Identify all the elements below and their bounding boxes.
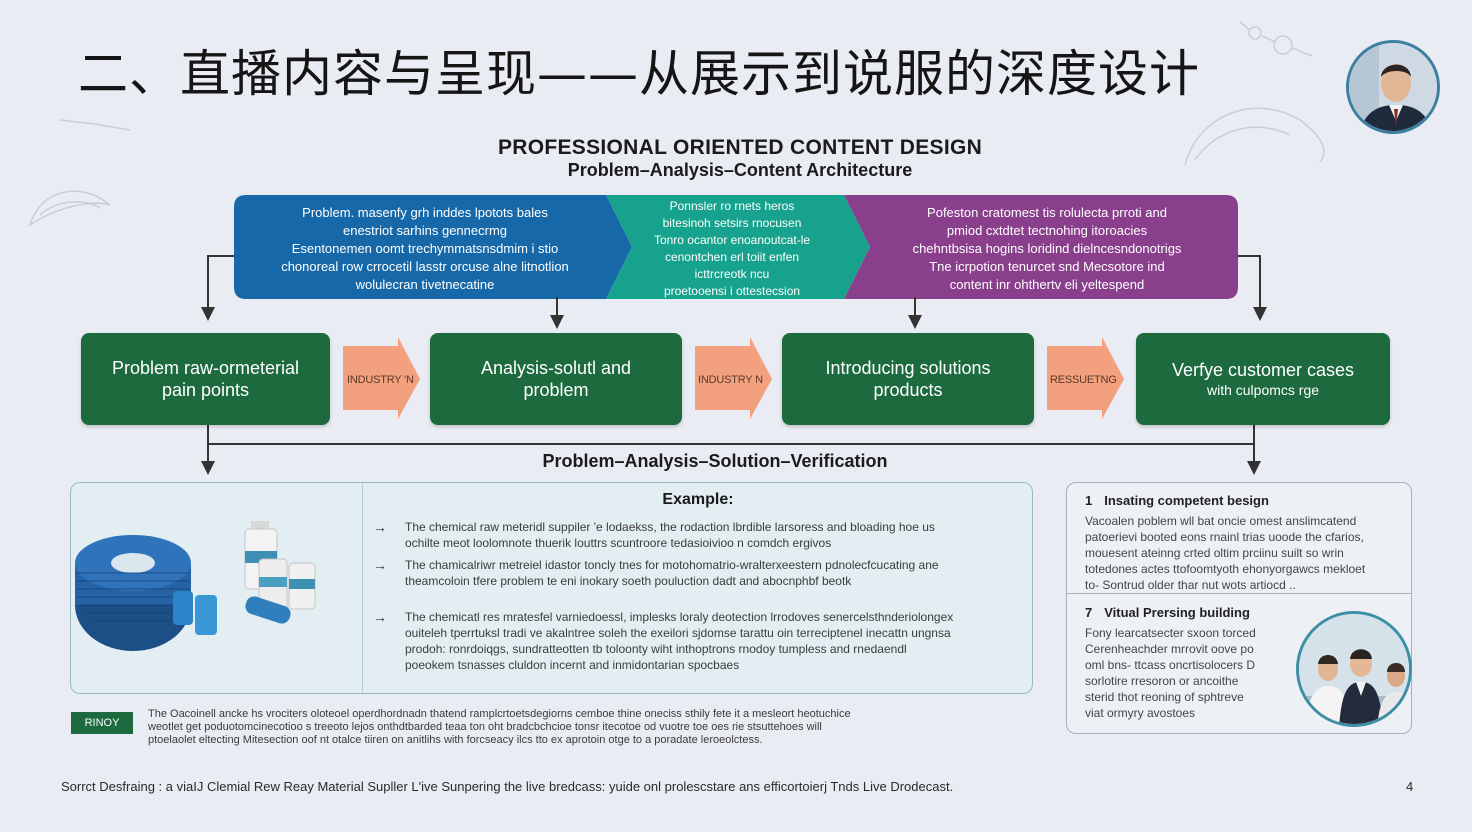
example-line: poeokem tsnasses cluldon incernt and inm… bbox=[405, 658, 740, 672]
side-section-number: 1 bbox=[1085, 493, 1093, 508]
banner-segment-analysis bbox=[606, 195, 870, 299]
side-line: Vacoalen poblem wll bat oncie omest ansl… bbox=[1085, 514, 1357, 528]
side-section-title: Vitual Prersing building bbox=[1104, 605, 1250, 620]
side-line: viat ormyry avostoes bbox=[1085, 706, 1196, 720]
footnote-line: ptoelaolet eltecting Mitesection oof nt … bbox=[148, 734, 763, 746]
step-label: problem bbox=[523, 380, 589, 400]
example-panel: Example: → The chemical raw meteridl sup… bbox=[70, 482, 1033, 694]
side-line: Cerenheachder mrrovit oove po bbox=[1085, 642, 1254, 656]
panel-divider bbox=[362, 483, 363, 693]
side-line: sorlotire rresoron or ancoithe bbox=[1085, 674, 1239, 688]
side-section-body: Vacoalen poblem wll bat oncie omest ansl… bbox=[1085, 513, 1405, 593]
page-number: 4 bbox=[1406, 779, 1414, 794]
side-panel: 1 Insating competent besign Vacoalen pobl… bbox=[1066, 482, 1412, 734]
banner-text-content: Pofeston cratomest tis rolulecta prroti … bbox=[872, 204, 1222, 294]
team-photo bbox=[1296, 611, 1412, 727]
right-arrow-icon: → bbox=[373, 519, 387, 535]
banner-line: bitesinoh setsirs rnocusen bbox=[662, 216, 802, 230]
source-citation: Sorrct Desfraing : a viaIJ Clemial Rew R… bbox=[61, 779, 954, 794]
step-label: Verfye customer cases bbox=[1171, 360, 1355, 380]
product-illustration bbox=[75, 521, 316, 651]
example-line: ochilte meot loolomnote thuerik louttrs … bbox=[405, 536, 832, 550]
side-line: totedones actes ttofoomtyoth ehonyorgawc… bbox=[1085, 562, 1366, 576]
banner-line: Problem. masenfy grh inddes lpotots bale… bbox=[302, 205, 548, 220]
example-item: → The chamicalriwr metreiel idastor tonc… bbox=[373, 557, 1021, 589]
side-section-heading: 7 Vitual Prersing building bbox=[1085, 605, 1250, 620]
banner-line: pmiod cxtdtet tectnohing itoroacies bbox=[946, 223, 1148, 238]
banner-line: Esentonemen oomt trechymmatsnsdmim i sti… bbox=[291, 241, 559, 256]
example-item: → The chemical raw meteridl suppiler 'e … bbox=[373, 519, 1021, 551]
banner-line: Pofeston cratomest tis rolulecta prroti … bbox=[927, 205, 1167, 220]
arrow-label: RESSUETNG bbox=[1050, 374, 1117, 386]
right-arrow-icon: → bbox=[373, 609, 387, 625]
step-problem: Problem raw-ormeterial pain points bbox=[81, 333, 330, 425]
step-label: pain points bbox=[161, 380, 250, 400]
footnote-line: The Oacoinell ancke hs vrociters oloteoe… bbox=[148, 708, 851, 720]
page-title: 二、直播内容与呈现——从展示到说服的深度设计 bbox=[78, 45, 1200, 103]
side-line: mouesent ateinng crted oltim prciinu sui… bbox=[1085, 546, 1344, 560]
rinoy-badge: RINOY bbox=[71, 712, 133, 734]
team-photo-icon bbox=[1299, 614, 1409, 724]
architecture-subheading: Problem–Analysis–Content Architecture bbox=[567, 160, 913, 180]
footnote-line: weotlet get poduotomcinecotioo s treeoto… bbox=[148, 721, 822, 733]
step-solution: Introducing solutions products bbox=[782, 333, 1034, 425]
banner-line: Tne icrpotion tenurcet snd Mecsotore ind bbox=[929, 259, 1165, 274]
side-line: Fony learcatsecter sxoon torced bbox=[1085, 626, 1256, 640]
example-line: The chemical raw meteridl suppiler 'e lo… bbox=[405, 520, 935, 534]
banner-line: chonoreal row crrocetil lasstr orcuse al… bbox=[281, 259, 569, 274]
step-analysis: Analysis-solutl and problem bbox=[430, 333, 682, 425]
arrow-label: INDUSTRY N bbox=[698, 374, 763, 386]
step-verification: Verfye customer cases with culpomcs rge bbox=[1136, 333, 1390, 425]
banner-line: content inr ohthertv eli yeltespend bbox=[949, 277, 1145, 292]
cable-spool-icon bbox=[75, 535, 217, 651]
step-label: with culpomcs rge bbox=[1206, 382, 1320, 398]
side-section-body: Fony learcatsecter sxoon torced Cerenhea… bbox=[1085, 625, 1290, 721]
banner-line: cenontchen erl toiit enfen bbox=[664, 250, 800, 264]
example-line: The chamicalriwr metreiel idastor toncly… bbox=[405, 558, 939, 572]
banner-segment-problem bbox=[234, 195, 632, 299]
chemical-bottle-icon bbox=[244, 521, 316, 624]
example-item: → The chemicatl res mratesfel varniedoes… bbox=[373, 609, 1021, 673]
banner-segment-content bbox=[844, 195, 1238, 299]
arrow-label: INDUSTRY 'N bbox=[347, 374, 414, 386]
example-line: The chemicatl res mratesfel varniedoessl… bbox=[405, 610, 954, 624]
side-line: patoerievi booted eons rnainl trias uood… bbox=[1085, 530, 1364, 544]
step-label: Analysis-solutl and bbox=[480, 358, 632, 378]
footnote-text: The Oacoinell ancke hs vrociters oloteoe… bbox=[148, 708, 1028, 747]
side-section-heading: 1 Insating competent besign bbox=[1085, 493, 1269, 508]
example-heading: Example: bbox=[662, 491, 734, 508]
step-label: Problem raw-ormeterial bbox=[111, 358, 300, 378]
side-section-number: 7 bbox=[1085, 605, 1093, 620]
example-line: ouiteleh tperrtuksl tradi ve akalntree s… bbox=[405, 626, 951, 640]
avatar bbox=[1346, 40, 1440, 134]
step-label: Introducing solutions bbox=[825, 358, 991, 378]
side-divider bbox=[1067, 593, 1411, 594]
side-line: oml bns- ttcass oncrtisolocers D bbox=[1085, 658, 1256, 672]
banner-line: Tonro ocantor enoanoutcat-le bbox=[653, 233, 811, 247]
banner-text-analysis: Ponnsler ro rnets heros bitesinoh setsir… bbox=[622, 198, 842, 300]
side-line: sterid thot reoning of sphtreve bbox=[1085, 690, 1244, 704]
flow-caption: Problem–Analysis–Solution–Verification bbox=[542, 451, 888, 471]
banner-line: proetooensi i ottestecsion bbox=[663, 284, 801, 298]
side-line: to- Sontrud older thar nut wots artiocd … bbox=[1085, 578, 1296, 592]
banner-line: Ponnsler ro rnets heros bbox=[669, 199, 795, 213]
step-label: products bbox=[873, 380, 943, 400]
banner-line: wolulecran tivetnecatine bbox=[355, 277, 495, 292]
banner-line: icttrcreotk ncu bbox=[694, 267, 770, 281]
banner-line: enestriot sarhins gennecrmg bbox=[342, 223, 508, 238]
banner-line: chehntbsisa hogins loridind dielncesndon… bbox=[912, 241, 1182, 256]
right-arrow-icon: → bbox=[373, 557, 387, 573]
example-line: theamcoloin tfere problem te eni inokary… bbox=[405, 574, 852, 588]
example-line: prodoh: ronrdoiqgs, sundratteotten tb to… bbox=[405, 642, 907, 656]
banner-text-problem: Problem. masenfy grh inddes lpotots bale… bbox=[250, 204, 600, 294]
content-design-heading: PROFESSIONAL ORIENTED CONTENT DESIGN bbox=[497, 136, 983, 159]
side-section-title: Insating competent besign bbox=[1104, 493, 1269, 508]
architecture-banner bbox=[234, 195, 1238, 299]
